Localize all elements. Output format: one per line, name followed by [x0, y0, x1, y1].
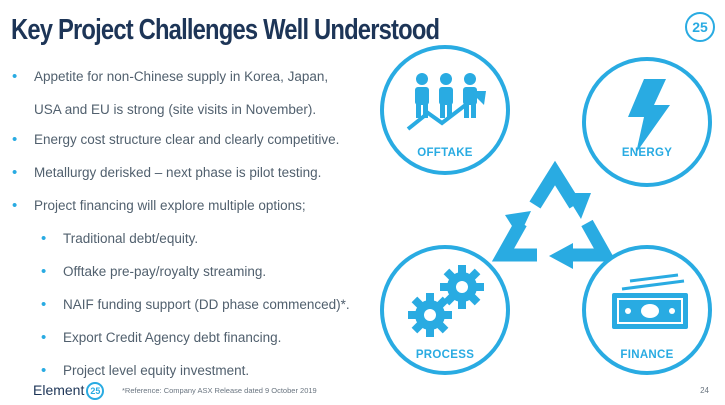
bullet-text: Project financing will explore multiple … — [34, 198, 306, 213]
slide-title: Key Project Challenges Well Understood — [11, 14, 440, 46]
bullet-dot-icon: • — [41, 296, 47, 313]
cycle-diagram: OFFTAKE ENERGY — [380, 45, 725, 380]
bullet-item: • Project financing will explore multiple… — [12, 196, 382, 229]
gears-icon — [408, 265, 484, 337]
bullet-dot-icon: • — [12, 197, 18, 214]
element25-corner-logo: 25 — [685, 12, 715, 42]
bullet-text: Metallurgy derisked – next phase is pilo… — [34, 165, 322, 180]
bullet-dot-icon: • — [12, 68, 18, 85]
process-circle: PROCESS — [380, 245, 510, 375]
bullet-text: Appetite for non-Chinese supply in Korea… — [34, 69, 329, 84]
page-number: 24 — [700, 386, 709, 395]
bullet-dot-icon: • — [12, 131, 18, 148]
energy-circle: ENERGY — [582, 57, 712, 187]
bullet-dot-icon: • — [41, 329, 47, 346]
bullet-dot-icon: • — [12, 164, 18, 181]
finance-circle: FINANCE — [582, 245, 712, 375]
sub-bullet-item: • Traditional debt/equity. — [12, 229, 382, 262]
offtake-label: OFFTAKE — [417, 147, 473, 159]
bullet-dot-icon: • — [41, 362, 47, 379]
bullet-item-continuation: USA and EU is strong (site visits in Nov… — [12, 100, 382, 130]
finance-label: FINANCE — [620, 349, 674, 361]
bullet-text: USA and EU is strong (site visits in Nov… — [34, 102, 317, 117]
offtake-circle: OFFTAKE — [380, 45, 510, 175]
lightning-bolt-icon — [628, 79, 670, 153]
recycle-arrows-icon — [491, 160, 617, 269]
energy-label: ENERGY — [621, 147, 673, 159]
bullet-item: • Metallurgy derisked – next phase is pil… — [12, 163, 382, 196]
process-label: PROCESS — [415, 349, 475, 361]
logo-text: Element — [33, 382, 85, 398]
sub-bullet-item: • NAIF funding support (DD phase commence… — [12, 295, 382, 328]
bullet-dot-icon: • — [41, 263, 47, 280]
bullet-text: NAIF funding support (DD phase commenced… — [63, 297, 350, 312]
bullet-item: • Energy cost structure clear and clearly… — [12, 130, 382, 163]
bullet-text: Offtake pre-pay/royalty streaming. — [63, 264, 267, 279]
bullet-text: Energy cost structure clear and clearly … — [34, 132, 340, 147]
bullet-list: • Appetite for non-Chinese supply in Kore… — [12, 67, 382, 394]
sub-bullet-item: • Export Credit Agency debt financing. — [12, 328, 382, 361]
logo-number-icon: 25 — [86, 382, 105, 401]
bullet-item: • Appetite for non-Chinese supply in Kore… — [12, 67, 382, 100]
bullet-text: Project level equity investment. — [63, 363, 250, 378]
bullet-text: Export Credit Agency debt financing. — [63, 330, 282, 345]
banknotes-icon — [612, 273, 688, 329]
bullet-dot-icon: • — [41, 230, 47, 247]
people-growth-icon — [406, 73, 486, 131]
reference-note: *Reference: Company ASX Release dated 9 … — [122, 386, 317, 395]
sub-bullet-item: • Project level equity investment. — [12, 361, 382, 394]
sub-bullet-item: • Offtake pre-pay/royalty streaming. — [12, 262, 382, 295]
bullet-text: Traditional debt/equity. — [63, 231, 199, 246]
